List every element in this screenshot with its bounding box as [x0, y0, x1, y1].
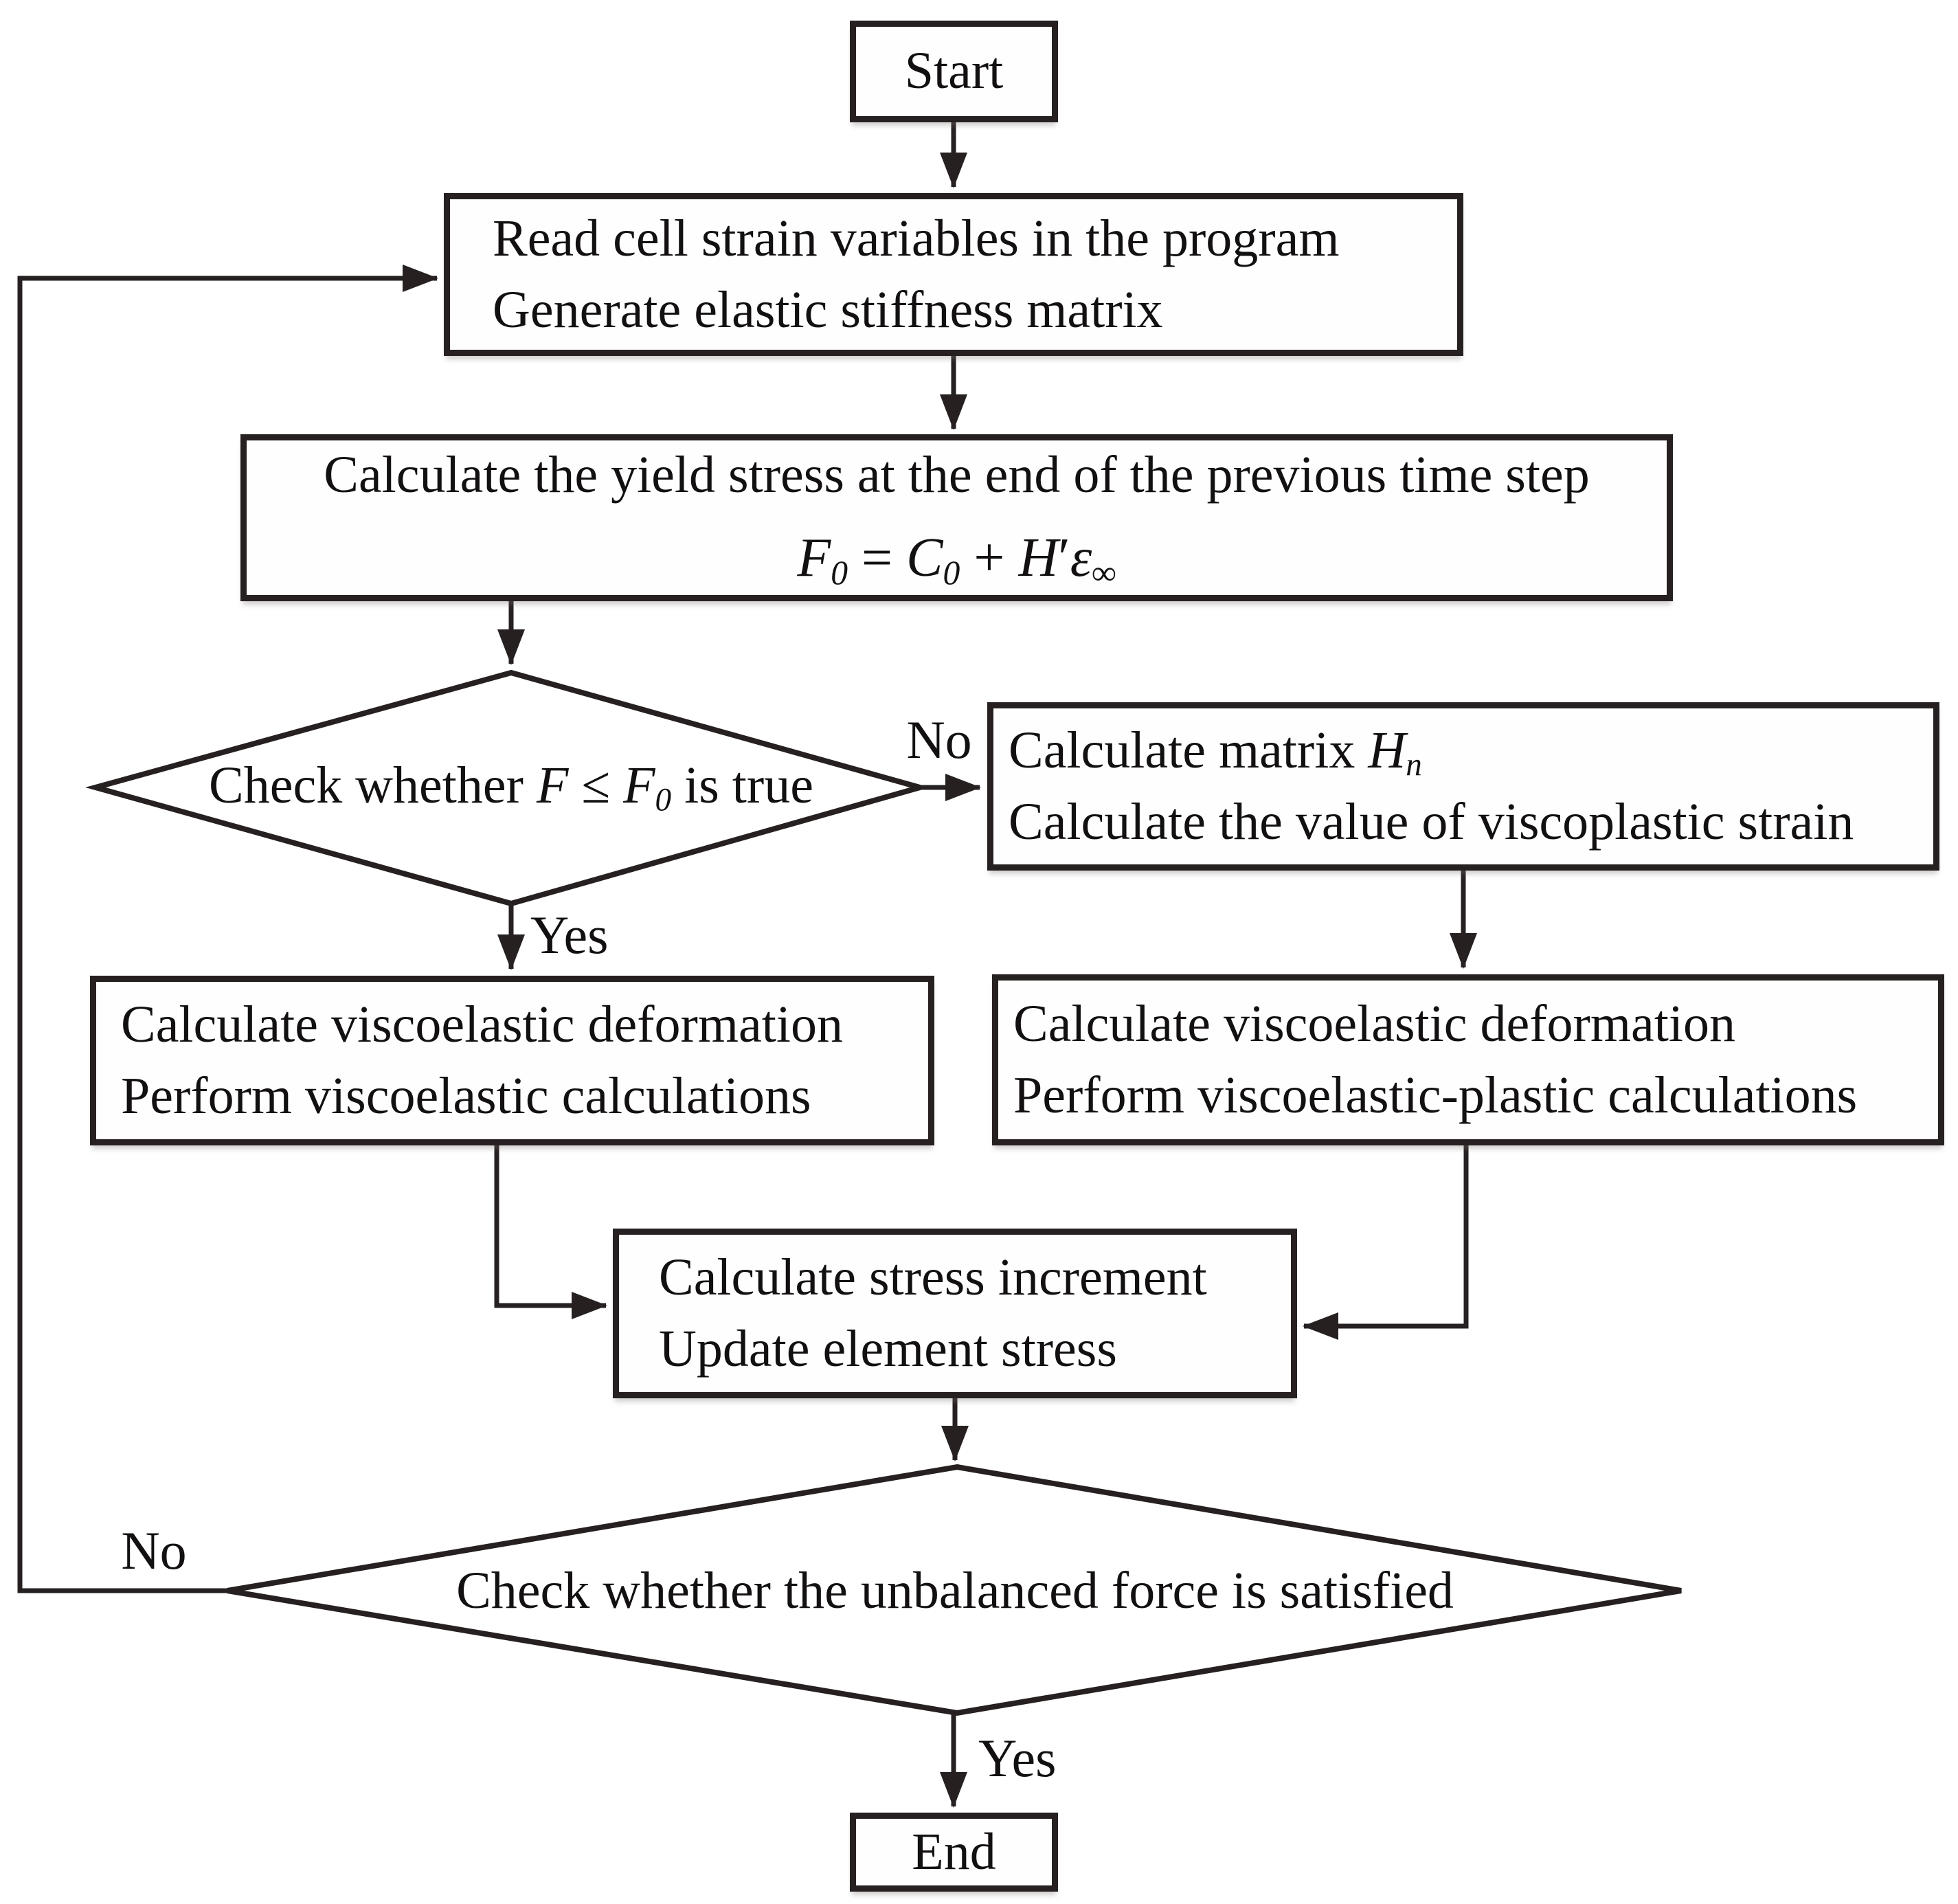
- check-yield-post: is true: [671, 757, 813, 815]
- node-viscoelastic-plastic: Calculate viscoelastic deformation Perfo…: [992, 974, 1944, 1145]
- start-label: Start: [904, 42, 1004, 100]
- check-yield-text: Check whether F ≤ F0 is true: [209, 756, 813, 818]
- node-viscoelastic: Calculate viscoelastic deformation Perfo…: [90, 976, 934, 1145]
- node-stress-update: Calculate stress increment Update elemen…: [613, 1229, 1297, 1398]
- diamond-check-force: [227, 1464, 1682, 1716]
- node-check-force-label: Check whether the unbalanced force is sa…: [371, 1551, 1539, 1631]
- check-yield-leq: ≤: [568, 757, 624, 815]
- formula-epsilon-sub: ∞: [1092, 553, 1116, 592]
- node-calc-viscoplastic: Calculate matrix Hn Calculate the value …: [987, 702, 1939, 871]
- node-yield-stress: Calculate the yield stress at the end of…: [240, 434, 1673, 601]
- formula-C-sub: 0: [943, 553, 960, 592]
- formula-F-sub: 0: [831, 553, 848, 592]
- node-check-yield-label: Check whether F ≤ F0 is true: [133, 748, 889, 827]
- viscoelastic-plastic-line2: Perform viscoelastic-plastic calculation…: [1013, 1066, 1858, 1124]
- formula-C: C: [906, 527, 943, 588]
- stress-line1: Calculate stress increment: [659, 1248, 1207, 1307]
- edge-check-force-no-loop: [17, 265, 438, 1593]
- check-force-text: Check whether the unbalanced force is sa…: [456, 1561, 1454, 1620]
- check-yield-pre: Check whether: [209, 757, 537, 815]
- formula-plus: +: [960, 527, 1019, 588]
- end-label: End: [912, 1822, 996, 1881]
- read-line1: Read cell strain variables in the progra…: [493, 210, 1340, 268]
- viscoelastic-line2: Perform viscoelastic calculations: [121, 1066, 811, 1125]
- edge-label-check-force-no: No: [121, 1521, 187, 1580]
- edge-label-check-yield-yes: Yes: [530, 905, 609, 965]
- viscoelastic-line1: Calculate viscoelastic deformation: [121, 996, 843, 1054]
- formula-equals: =: [848, 527, 907, 588]
- formula-F: F: [797, 527, 831, 588]
- edge-viscoelastic-to-stress: [494, 1144, 607, 1319]
- node-start: Start: [850, 21, 1058, 122]
- check-yield-F0-sub: 0: [655, 782, 672, 818]
- viscoplastic-line2: Calculate the value of viscoplastic stra…: [1009, 793, 1854, 851]
- edge-viscoelastic-plastic-to-stress: [1303, 1144, 1469, 1340]
- read-line2: Generate elastic stiffness matrix: [493, 280, 1163, 339]
- node-end: End: [850, 1813, 1058, 1892]
- edge-label-check-force-yes: Yes: [978, 1728, 1057, 1788]
- viscoplastic-H-sub: n: [1406, 746, 1422, 783]
- stress-line2: Update element stress: [659, 1319, 1117, 1378]
- formula-H: H: [1018, 527, 1059, 588]
- viscoplastic-line1: Calculate matrix Hn: [1009, 715, 1933, 787]
- viscoplastic-line1-text: Calculate matrix: [1009, 721, 1369, 779]
- yield-formula: F0 = C0 + H′ε∞: [797, 521, 1116, 596]
- viscoplastic-H: H: [1368, 721, 1406, 779]
- node-read-strain: Read cell strain variables in the progra…: [444, 193, 1463, 356]
- check-yield-F: F: [536, 757, 569, 815]
- viscoelastic-plastic-line1: Calculate viscoelastic deformation: [1013, 995, 1735, 1053]
- check-yield-F0: F: [623, 757, 655, 815]
- edge-label-check-yield-no: No: [906, 710, 972, 770]
- diamond-check-yield: [85, 669, 930, 907]
- formula-H-prime: ′: [1058, 527, 1070, 588]
- yield-line1: Calculate the yield stress at the end of…: [324, 446, 1590, 504]
- formula-epsilon: ε: [1070, 527, 1092, 588]
